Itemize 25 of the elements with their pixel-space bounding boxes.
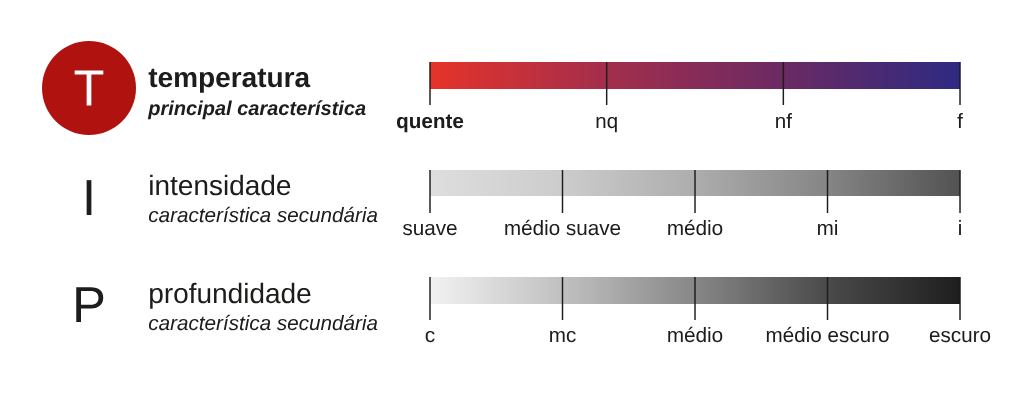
tick-label: c: [425, 330, 435, 343]
subheading: principal característica: [147, 100, 366, 120]
tick-label: nq: [596, 116, 617, 133]
tick-label: médio escuro: [766, 326, 889, 343]
tick-label: i: [959, 220, 961, 235]
tick-label: f: [957, 113, 963, 128]
tick-label: médio: [668, 219, 723, 236]
subheading: característica secundária: [148, 206, 378, 223]
gradient-bar: [430, 62, 960, 89]
gradient-bar: [430, 277, 960, 304]
tick-label: quente: [397, 114, 464, 133]
tick-label: suave: [403, 223, 457, 236]
tick-label: mc: [550, 330, 576, 343]
tick-label: escuro: [929, 330, 991, 343]
tick-label: mi: [818, 220, 837, 235]
initial-letter: P: [76, 287, 104, 322]
tick-label: médio suave: [505, 219, 621, 236]
tick-label: nf: [776, 113, 792, 128]
tick-label: médio: [668, 326, 723, 343]
subheading: característica secundária: [148, 314, 378, 331]
heading: temperatura: [148, 68, 311, 93]
heading: profundidade: [150, 282, 311, 309]
gradient-bar: [430, 170, 960, 196]
letter-badge: T: [42, 41, 136, 135]
heading: intensidade: [150, 174, 291, 196]
